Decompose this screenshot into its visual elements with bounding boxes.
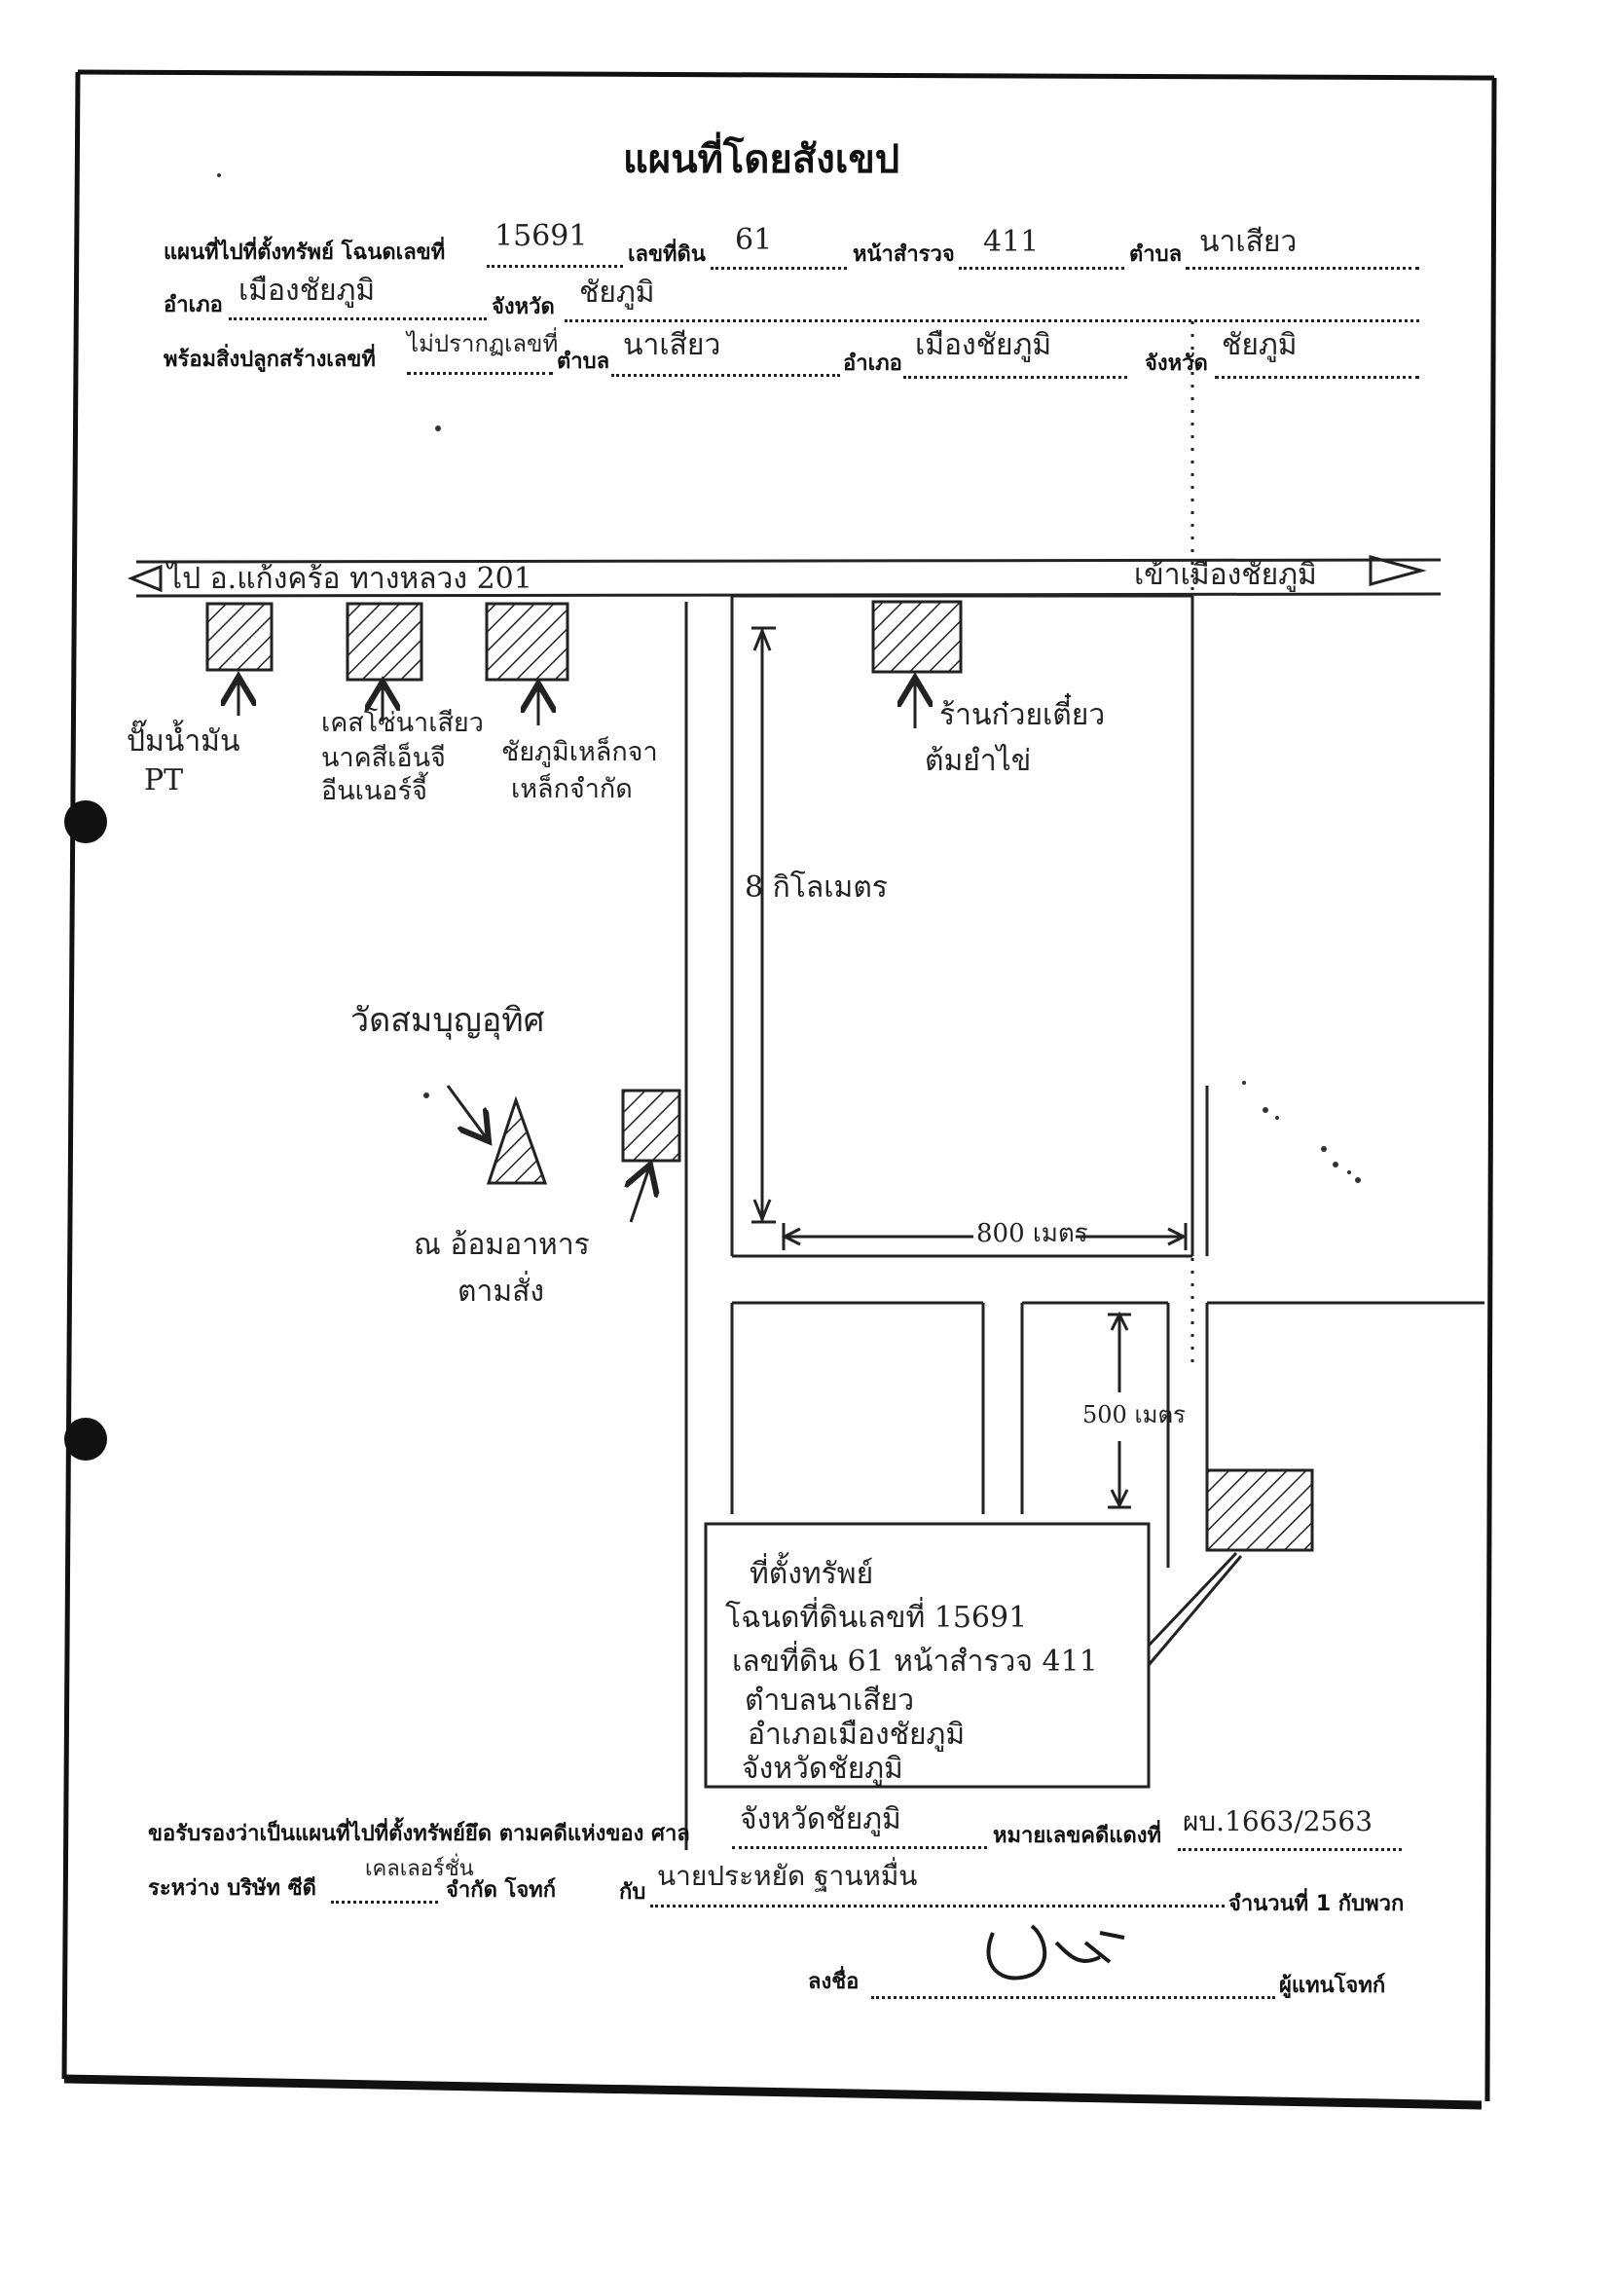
distance-800m-label: 800 เมตร — [976, 1219, 1088, 1248]
subdistrict2-value: นาเสียว — [623, 328, 721, 362]
district2-label: อำเภอ — [843, 352, 902, 376]
landmark-ngv-line3: อีนเนอร์จี้ — [321, 776, 427, 806]
property-line-4: ตำบลนาเสียว — [745, 1684, 915, 1718]
survey-number: 411 — [983, 225, 1040, 259]
building-value: ไม่ปรากฏเลขที่ — [407, 330, 559, 357]
court-dots — [732, 1846, 987, 1849]
subdistrict2-dots — [611, 374, 840, 377]
province2-value: ชัยภูมิ — [1222, 328, 1298, 362]
restaurant-line1: ณ อ้อมอาหาร — [414, 1228, 590, 1262]
signer-label: ผู้แทนโจทก์ — [1279, 1974, 1386, 1998]
building-label: พร้อมสิ่งปลูกสร้างเลขที่ — [164, 348, 376, 372]
punch-hole-bottom — [64, 1418, 107, 1461]
restaurant-line2: ตามสั่ง — [458, 1275, 545, 1309]
landmark-steel-line2: เหล็กจำกัด — [511, 774, 633, 804]
callout-lines — [1147, 1551, 1243, 1666]
dimension-800m — [781, 1223, 1188, 1250]
road-label-right: เข้าเมืองชัยภูมิ — [1134, 558, 1317, 592]
signature-mark — [986, 1924, 1125, 1981]
property-line-3: เลขที่ดิน 61 หน้าสำรวจ 411 — [732, 1645, 1098, 1679]
property-line-5: อำเภอเมืองชัยภูมิ — [748, 1718, 966, 1752]
parcel-label: เลขที่ดิน — [628, 242, 706, 267]
deed-dots — [487, 265, 623, 268]
page-title: แผนที่โดยสังเขป — [623, 137, 900, 182]
scan-specks — [217, 173, 1361, 1183]
subdistrict-value: นาเสียว — [1199, 225, 1298, 259]
subdistrict2-label: ตำบล — [557, 350, 610, 374]
certify-label: ขอรับรองว่าเป็นแผนที่ไปที่ตั้งทรัพย์ยึด … — [148, 1822, 690, 1846]
district-value: เมืองชัยภูมิ — [238, 274, 376, 308]
case-dots — [1178, 1848, 1402, 1851]
property-callout-box — [704, 1522, 1151, 1789]
page-frame — [61, 69, 1497, 2110]
temple-label: วัดสมบุญอุทิศ — [350, 1001, 545, 1040]
temple-symbol — [486, 1095, 548, 1185]
company-suffix: จำกัด โจทก์ — [446, 1878, 557, 1903]
dimension-500m — [1108, 1311, 1131, 1509]
subdistrict-label: ตำบล — [1129, 242, 1183, 267]
defendant-dots — [650, 1905, 1225, 1907]
case-number: ผบ.1663/2563 — [1183, 1805, 1373, 1837]
pointer-arrows — [238, 677, 915, 1223]
sign-label: ลงชื่อ — [808, 1970, 860, 1994]
road-label-left: ไป อ.แก้งคร้อ ทางหลวง 201 — [167, 562, 532, 596]
landmark-gas-station-line2: PT — [144, 763, 184, 797]
property-line-1: ที่ตั้งทรัพย์ — [750, 1557, 874, 1591]
property-line-2: โฉนดที่ดินเลขที่ 15691 — [725, 1601, 1028, 1635]
company-dots — [331, 1901, 438, 1904]
province-dots — [565, 319, 1419, 322]
district-label: อำเภอ — [164, 293, 223, 317]
landmark-ngv-line2: นาคสีเอ็นจี — [321, 743, 446, 773]
distance-8km-label: 8 กิโลเมตร — [745, 870, 888, 905]
company-value: เคลเลอร์ชั่น — [365, 1857, 474, 1881]
court-value: จังหวัดชัยภูมิ — [740, 1802, 901, 1836]
deed-label: แผนที่ไปที่ตั้งทรัพย์ โฉนดเลขที่ — [164, 241, 446, 265]
province-label: จังหวัด — [492, 295, 555, 319]
building-dots — [407, 372, 553, 375]
defendant-value: นายประหยัด ฐานหมื่น — [657, 1860, 918, 1892]
district-dots — [229, 317, 487, 320]
district2-dots — [903, 376, 1127, 379]
sign-dots — [871, 1996, 1275, 1999]
province-value: ชัยภูมิ — [579, 276, 655, 310]
district2-value: เมืองชัยภูมิ — [915, 328, 1052, 362]
landmark-gas-station-line1: ปั๊มน้ำมัน — [127, 724, 240, 759]
landmark-steel-line1: ชัยภูมิเหล็กจา — [501, 737, 658, 767]
with-label: กับ — [619, 1880, 646, 1905]
survey-label: หน้าสำรวจ — [853, 242, 955, 267]
count-label: จำนวนที่ 1 กับพวก — [1228, 1892, 1405, 1916]
case-label: หมายเลขคดีแดงที่ — [993, 1824, 1162, 1848]
province2-dots — [1215, 376, 1419, 379]
deed-number: 15691 — [494, 219, 588, 253]
survey-dots — [959, 267, 1124, 270]
hatched-buildings — [205, 600, 1314, 1552]
between-label: ระหว่าง บริษัท ซีดี — [148, 1876, 316, 1901]
distance-500m-label: 500 เมตร — [1082, 1401, 1186, 1428]
side-roads — [684, 594, 1484, 1850]
parcel-number: 61 — [735, 223, 773, 257]
province2-label: จังหวัด — [1145, 352, 1208, 376]
landmark-ngv-line1: เคสโซ่นาเสียว — [321, 708, 484, 738]
dimension-8km — [751, 626, 776, 1224]
parcel-dots — [711, 267, 847, 270]
landmark-noodle-line2: ต้มยำไข่ — [925, 744, 1032, 778]
landmark-noodle-line1: ร้านก๋วยเตี๋ยว — [939, 698, 1106, 732]
property-line-6: จังหวัดชัยภูมิ — [742, 1752, 903, 1786]
subdistrict-dots — [1186, 267, 1419, 270]
